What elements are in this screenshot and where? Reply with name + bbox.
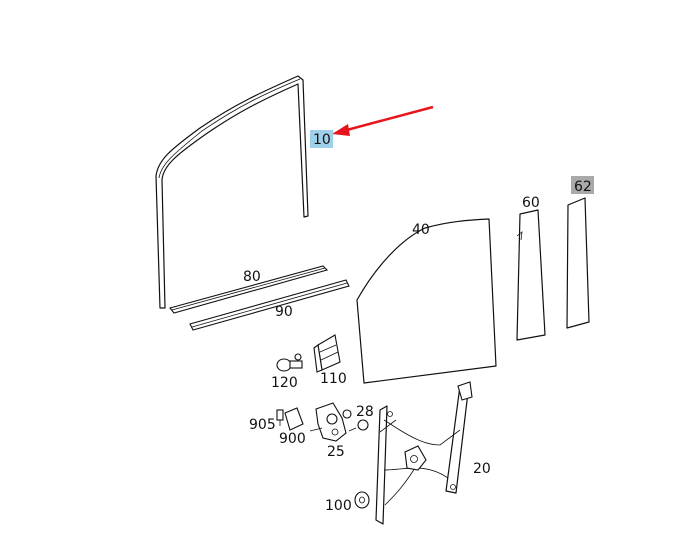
part-20-regulator[interactable] bbox=[375, 381, 473, 525]
label-90[interactable]: 90 bbox=[275, 304, 293, 320]
label-28[interactable]: 28 bbox=[356, 404, 374, 420]
label-110[interactable]: 110 bbox=[320, 371, 347, 387]
part-60-fixed-glass[interactable] bbox=[516, 209, 546, 341]
label-40[interactable]: 40 bbox=[412, 222, 430, 238]
label-80[interactable]: 80 bbox=[243, 269, 261, 285]
part-905-plug[interactable] bbox=[276, 409, 284, 426]
part-110-clip[interactable] bbox=[313, 334, 341, 373]
label-120[interactable]: 120 bbox=[271, 375, 298, 391]
part-28-bolt[interactable] bbox=[348, 419, 369, 432]
label-62[interactable]: 62 bbox=[574, 179, 592, 195]
label-100[interactable]: 100 bbox=[325, 498, 352, 514]
label-60[interactable]: 60 bbox=[522, 195, 540, 211]
highlight-badge-10 bbox=[310, 130, 333, 148]
label-905[interactable]: 905 bbox=[249, 417, 276, 433]
label-25[interactable]: 25 bbox=[327, 444, 345, 460]
part-100-washer[interactable] bbox=[354, 491, 370, 509]
part-25-motor[interactable] bbox=[309, 402, 352, 442]
label-10[interactable]: 10 bbox=[313, 132, 331, 148]
part-900-motor-cover[interactable] bbox=[284, 407, 304, 431]
label-20[interactable]: 20 bbox=[473, 461, 491, 477]
grey-badge-62 bbox=[571, 176, 594, 194]
part-80-belt-strip[interactable] bbox=[169, 265, 329, 314]
pointer-arrow bbox=[332, 105, 434, 136]
part-90-outer-strip[interactable] bbox=[189, 279, 350, 331]
part-10-window-seal[interactable] bbox=[155, 75, 309, 309]
label-900[interactable]: 900 bbox=[279, 431, 306, 447]
part-40-window-glass[interactable] bbox=[356, 218, 497, 384]
part-62-panel[interactable] bbox=[566, 197, 590, 329]
part-120-screw[interactable] bbox=[276, 353, 303, 372]
